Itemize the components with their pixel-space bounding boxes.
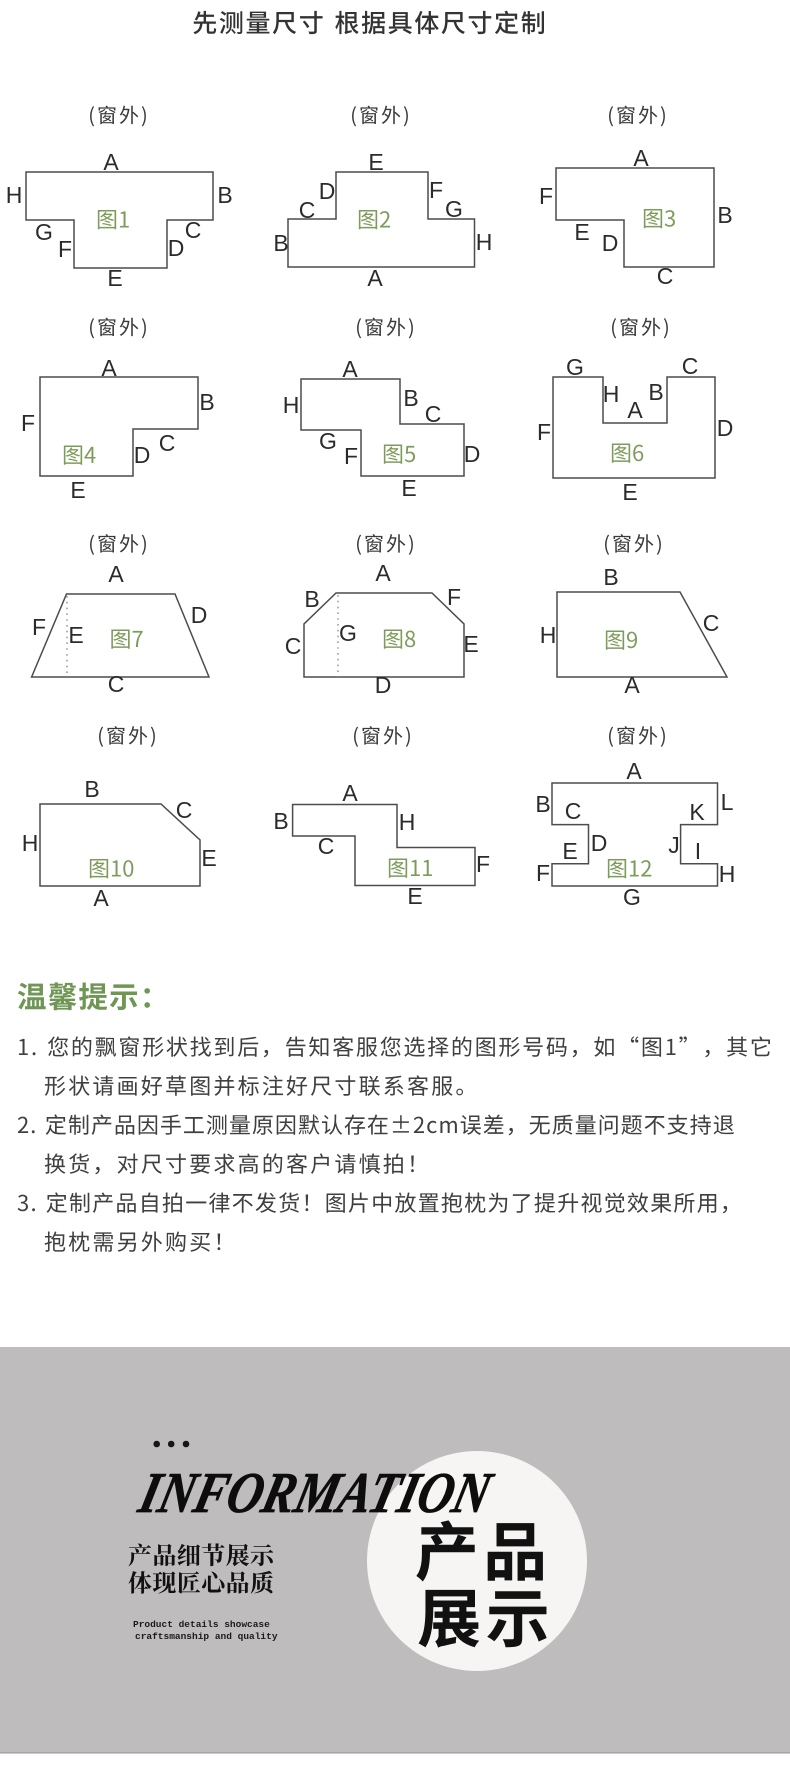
svg-text:F: F — [344, 443, 358, 469]
svg-text:A: A — [375, 560, 391, 586]
svg-text:B: B — [217, 182, 232, 208]
svg-text:K: K — [689, 799, 705, 825]
svg-text:C: C — [159, 430, 176, 456]
svg-text:B: B — [199, 389, 214, 415]
svg-text:A: A — [108, 561, 124, 587]
svg-text:E: E — [463, 631, 478, 657]
svg-text:F: F — [447, 584, 461, 610]
svg-text:I: I — [695, 838, 701, 864]
svg-text:G: G — [445, 196, 463, 222]
svg-text:H: H — [603, 381, 620, 407]
svg-text:F: F — [539, 183, 553, 209]
svg-text:C: C — [285, 633, 302, 659]
svg-text:C: C — [703, 610, 720, 636]
svg-text:D: D — [191, 602, 208, 628]
svg-text:D: D — [168, 235, 185, 261]
svg-text:C: C — [318, 833, 335, 859]
svg-text:E: E — [68, 622, 83, 648]
svg-text:F: F — [429, 177, 443, 203]
svg-text:INFORMATION: INFORMATION — [133, 1460, 500, 1525]
svg-text:L: L — [721, 789, 734, 815]
svg-text:H: H — [540, 622, 557, 648]
svg-text:D: D — [591, 830, 608, 856]
svg-text:D: D — [717, 415, 734, 441]
svg-text:E: E — [201, 845, 216, 871]
svg-text:B: B — [535, 791, 550, 817]
svg-text:F: F — [536, 860, 550, 886]
svg-text:E: E — [401, 475, 416, 501]
svg-text:C: C — [657, 263, 674, 289]
svg-text:A: A — [624, 672, 640, 698]
svg-text:E: E — [70, 477, 85, 503]
svg-text:G: G — [566, 354, 584, 380]
svg-text:Product details showcase: Product details showcase — [133, 1619, 270, 1630]
svg-text:F: F — [32, 614, 46, 640]
svg-text:D: D — [134, 442, 151, 468]
svg-text:A: A — [342, 356, 358, 382]
svg-text:G: G — [35, 219, 53, 245]
svg-text:B: B — [304, 586, 319, 612]
svg-text:H: H — [22, 830, 39, 856]
svg-text:craftsmanship and quality: craftsmanship and quality — [135, 1631, 278, 1642]
svg-text:C: C — [108, 671, 125, 697]
svg-text:E: E — [574, 219, 589, 245]
svg-text:H: H — [476, 229, 493, 255]
svg-text:A: A — [367, 265, 383, 291]
svg-text:G: G — [339, 620, 357, 646]
svg-text:G: G — [319, 428, 337, 454]
svg-text:B: B — [648, 379, 663, 405]
svg-text:A: A — [627, 397, 643, 423]
svg-text:B: B — [273, 808, 288, 834]
svg-text:H: H — [283, 392, 300, 418]
svg-text:B: B — [273, 230, 288, 256]
svg-text:A: A — [342, 780, 358, 806]
svg-text:H: H — [719, 861, 736, 887]
svg-text:B: B — [84, 776, 99, 802]
svg-text:D: D — [464, 441, 481, 467]
svg-text:H: H — [6, 182, 23, 208]
svg-text:H: H — [399, 809, 416, 835]
svg-text:A: A — [101, 355, 117, 381]
svg-text:A: A — [93, 885, 109, 911]
svg-text:F: F — [537, 419, 551, 445]
svg-text:D: D — [602, 230, 619, 256]
svg-text:E: E — [107, 265, 122, 291]
svg-text:F: F — [476, 851, 490, 877]
svg-text:B: B — [603, 564, 618, 590]
svg-text:G: G — [623, 884, 641, 910]
svg-text:C: C — [185, 217, 202, 243]
svg-text:C: C — [425, 401, 442, 427]
svg-text:C: C — [682, 353, 699, 379]
svg-text:E: E — [562, 838, 577, 864]
svg-text:D: D — [319, 178, 336, 204]
svg-text:F: F — [58, 236, 72, 262]
svg-text:F: F — [21, 410, 35, 436]
svg-text:A: A — [633, 145, 649, 171]
svg-text:B: B — [403, 385, 418, 411]
svg-text:C: C — [565, 798, 582, 824]
svg-text:C: C — [176, 797, 193, 823]
svg-text:A: A — [103, 149, 119, 175]
svg-text:J: J — [668, 832, 680, 858]
svg-text:B: B — [717, 202, 732, 228]
svg-text:D: D — [375, 672, 392, 698]
svg-text:E: E — [622, 479, 637, 505]
svg-text:C: C — [299, 197, 316, 223]
svg-text:E: E — [407, 883, 422, 909]
svg-text:A: A — [626, 758, 642, 784]
svg-text:E: E — [368, 149, 383, 175]
